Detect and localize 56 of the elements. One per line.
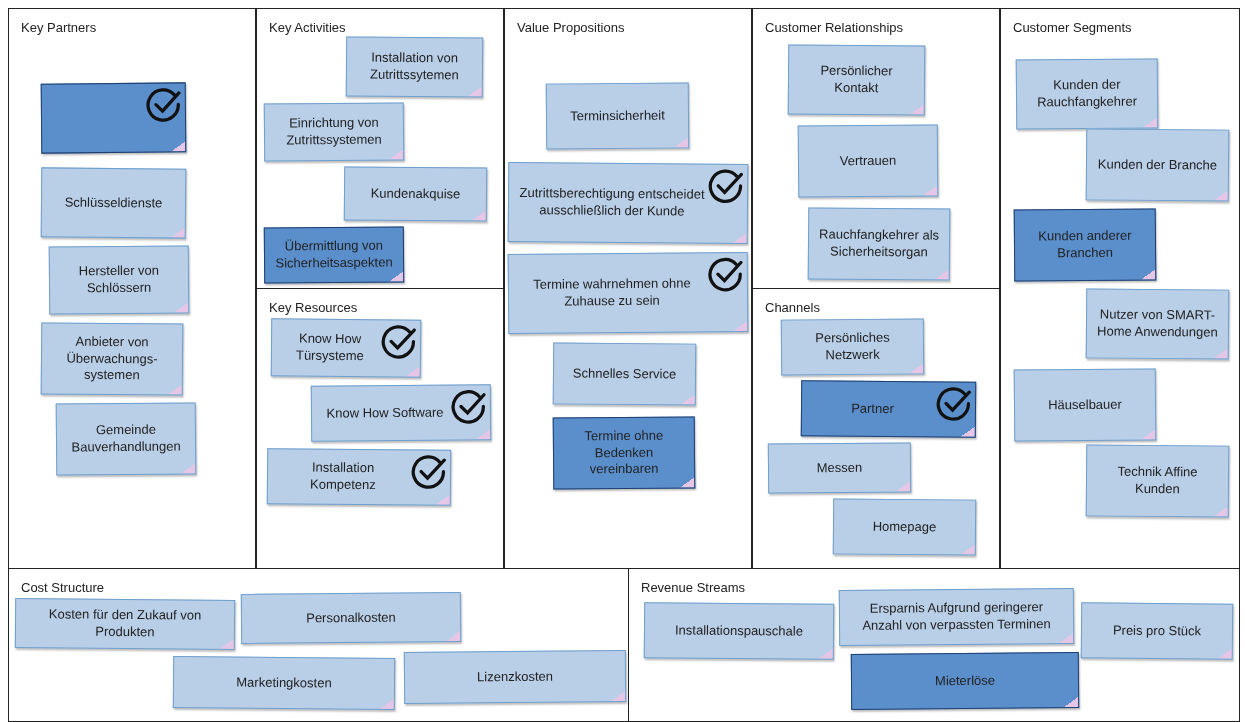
sticky-note: Partner — [800, 380, 977, 438]
sticky-note: Kunden der Rauchfangkehrer — [1015, 58, 1159, 130]
canvas-section — [628, 568, 1240, 722]
section-heading: Key Activities — [269, 20, 346, 35]
sticky-note: Technik Affine Kunden — [1085, 444, 1230, 518]
sticky-note: Nutzer von SMART-Home Anwendungen — [1085, 288, 1230, 360]
sticky-note: Gemeinde Bauverhandlungen — [55, 402, 197, 476]
section-heading: Key Resources — [269, 300, 358, 315]
sticky-note: Know How Software — [310, 384, 492, 442]
sticky-note: Vertrauen — [797, 124, 939, 198]
sticky-note: Persönlicher Kontakt — [787, 44, 926, 116]
sticky-note: Mieterlöse — [850, 652, 1080, 710]
sticky-note: Einrichtung von Zutrittssystemen — [263, 102, 405, 162]
canvas-section — [1000, 8, 1240, 569]
sticky-note: Kosten für den Zukauf von Produkten — [14, 598, 236, 650]
canvas-section — [8, 568, 629, 722]
canvas-section — [752, 8, 1000, 289]
sticky-note: Schlüsseldienste — [40, 167, 187, 239]
sticky-note: Zutrittsberechtigung entscheidet ausschließlich der Kunde — [507, 161, 749, 245]
sticky-note: Rauchfangkehrer als Sicherheitsorgan — [807, 207, 951, 281]
sticky-note: Preis pro Stück — [1080, 602, 1234, 660]
sticky-note: Kundenakquise — [343, 166, 488, 222]
sticky-note: Personalkosten — [240, 592, 462, 644]
section-heading: Customer Segments — [1013, 20, 1132, 35]
sticky-note: Hersteller von Schlössern — [48, 245, 190, 315]
section-heading: Revenue Streams — [641, 580, 746, 595]
sticky-note: Termine ohne Bedenken vereinbaren — [552, 416, 696, 490]
section-heading: Channels — [765, 300, 820, 315]
canvas-section — [752, 288, 1000, 569]
sticky-note: Marketingkosten — [172, 656, 396, 710]
sticky-note: Übermittlung von Sicherheitsaspekten — [263, 226, 405, 284]
section-heading: Key Partners — [21, 20, 97, 35]
canvas-section — [504, 8, 752, 569]
sticky-note: Homepage — [832, 498, 977, 556]
sticky-note: Persönliches Netzwerk — [780, 318, 925, 376]
sticky-note: Installationspauschale — [643, 602, 835, 660]
section-heading: Value Propositions — [517, 20, 625, 35]
section-heading: Cost Structure — [21, 580, 105, 595]
sticky-note: Schnelles Service — [552, 342, 697, 406]
sticky-note: Häuselbauer — [1013, 368, 1157, 442]
sticky-note: Termine wahrnehmen ohne Zuhause zu sein — [507, 251, 749, 335]
sticky-note: Terminsicherheit — [545, 82, 690, 150]
sticky-note: Messen — [767, 442, 912, 494]
sticky-note: Installation von Zutrittssytemen — [345, 36, 484, 98]
sticky-note: Know How Türsysteme — [270, 318, 422, 378]
sticky-note: Ersparnis Aufgrund geringerer Anzahl von verpassten Terminen — [838, 588, 1075, 646]
sticky-note: Kunden der Branche — [1085, 128, 1230, 202]
sticky-note: Lizenzkosten — [403, 650, 627, 704]
sticky-note: Kunden anderer Branchen — [1013, 208, 1157, 282]
canvas-section — [256, 8, 504, 289]
sticky-note — [40, 82, 187, 154]
canvas-section — [256, 288, 504, 569]
sticky-note: Installation Kompetenz — [266, 448, 452, 506]
sticky-note: Anbieter von Überwachungs-systemen — [40, 322, 184, 396]
section-heading: Customer Relationships — [765, 20, 903, 35]
canvas-section — [8, 8, 256, 569]
